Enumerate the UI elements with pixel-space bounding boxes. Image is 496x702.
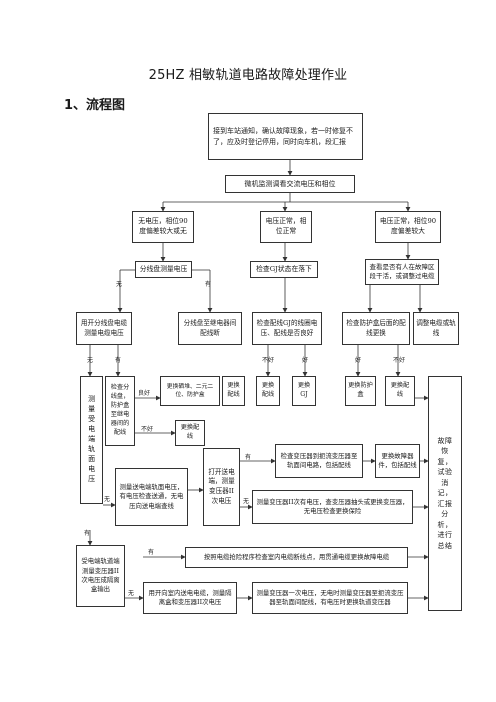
replace-protector-box: 更换防护盒 xyxy=(345,376,376,406)
rx-track-measure-box: 受电端轨道端测量变压器II次电压成隔离盒输出 xyxy=(76,545,125,607)
use-split-cable-box: 用开分线盘电缆测量电缆电压 xyxy=(76,312,132,345)
check-split-protector-box: 检查分线盘，防护盒至继电器间的配线 xyxy=(105,376,135,446)
replace-wiring-box-2: 更换配线 xyxy=(256,376,280,406)
replace-wiring-box-1: 更换配线 xyxy=(222,376,245,406)
start-notification-box: 接到车站通知，确认故障现象，若一时修复不了，应及时登记停用，同时向车机，段汇报 xyxy=(208,113,363,160)
split-to-equipment-box: 分线盘至继电器间配线断 xyxy=(178,312,242,345)
replace-wiring-box-3: 更换配线 xyxy=(385,376,415,406)
check-transformer-box: 检查变压器到扼流变压器至轨面间电路，包括配线 xyxy=(275,444,363,478)
label-none-cable: 无 xyxy=(87,357,94,364)
document-title: 25HZ 相敏轨道电路故障处理作业 xyxy=(148,68,348,83)
split-box-measure-box: 分线盘测量电压 xyxy=(135,261,192,278)
label-has-cable: 有 xyxy=(115,357,122,364)
label-none-open: 无 xyxy=(243,498,250,505)
measure-transformer-ii-box: 测量变压器II次有电压，查变压器抽头或更换变压器，无电压检查更换保险 xyxy=(252,490,413,524)
replace-bad-parts-box: 更换硒堆、二元二位、防护盒 xyxy=(160,376,220,406)
open-tx-box: 打开送电端，测量变压器II次电压 xyxy=(203,448,240,526)
monitor-voltage-box: 微机监测调看交流电压和相位 xyxy=(225,175,355,193)
label-none-split: 无 xyxy=(116,281,123,288)
cable-fault-box: 按照电缆抢险程序检查室内电缆断线点，用贯通电缆更换故障电缆 xyxy=(185,547,408,568)
voltage-ok-box: 电压正常，相位正常 xyxy=(260,211,312,243)
replace-fault-box: 更换故障器件，包括配线 xyxy=(375,444,420,478)
no-voltage-box: 无电压，相位90度偏差较大或无 xyxy=(132,211,194,243)
section-heading: 1、流程图 xyxy=(64,98,126,113)
measure-first-box: 测量变压器一次电压，无电时测量变压器至扼流变压器至轨面间配线，有电压时更换轨道变… xyxy=(252,582,408,614)
label-bad-gj: 不好 xyxy=(262,357,275,364)
check-supply-line-box: 查看是否有人在故障区段干活，或调整过电缆 xyxy=(365,259,439,285)
check-protector-box: 检查防护盒后面的配线更换 xyxy=(342,312,410,345)
label-has-cable-fault: 有 xyxy=(148,549,155,556)
label-good-check: 良好 xyxy=(138,390,151,397)
check-gj-wiring-box: 检查配线GJ的线圈电压、配线是否良好 xyxy=(252,312,322,345)
label-good-prot: 好 xyxy=(355,357,362,364)
check-gj-box: 检查GJ状态在落下 xyxy=(250,261,318,278)
label-has-split: 有 xyxy=(205,281,212,288)
replace-gj-box: 更换GJ xyxy=(292,376,316,406)
measure-rx-box: 测量受电端轨面电压 xyxy=(80,376,103,504)
replace-wiring-box-4: 更换配线 xyxy=(175,420,205,446)
phase-off-box: 电压正常，相位90度偏差较大 xyxy=(375,211,441,243)
label-none-rx: 无 xyxy=(104,496,111,503)
use-cable-tx-box: 用开向室内送电电缆，测量隔离盒和变压器II次电压 xyxy=(143,582,237,614)
label-none-use: 无 xyxy=(128,590,135,597)
label-good-gj: 好 xyxy=(302,357,309,364)
label-bad-prot: 不好 xyxy=(393,357,406,364)
adjust-cable-box: 调整电缆或轨线 xyxy=(413,312,459,345)
conclude-box: 故障恢复，试验消记，汇报分析，进行总结 xyxy=(428,376,462,611)
label-bad-check: 不好 xyxy=(141,426,154,433)
measure-tx-box: 测量送电端轨面电压，有电压检查送通，无电压向送电端查线 xyxy=(115,468,188,526)
label-has-rx-down: 有 xyxy=(84,530,91,537)
label-has-open: 有 xyxy=(245,454,252,461)
